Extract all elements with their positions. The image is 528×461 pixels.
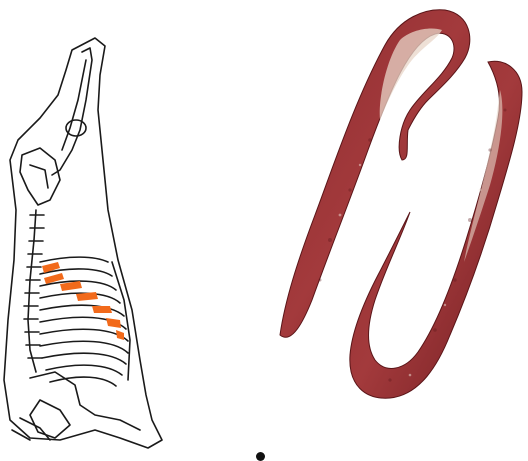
shoulder-bone [30, 372, 140, 438]
meat-cut-photo [260, 0, 528, 459]
carcass-outline [4, 38, 162, 448]
carcass-diagram [0, 0, 250, 459]
spine [24, 210, 44, 372]
leg-bone [52, 48, 92, 175]
pelvis [20, 148, 60, 205]
page-dot [256, 452, 265, 461]
highlighted-cut-region [42, 262, 124, 340]
